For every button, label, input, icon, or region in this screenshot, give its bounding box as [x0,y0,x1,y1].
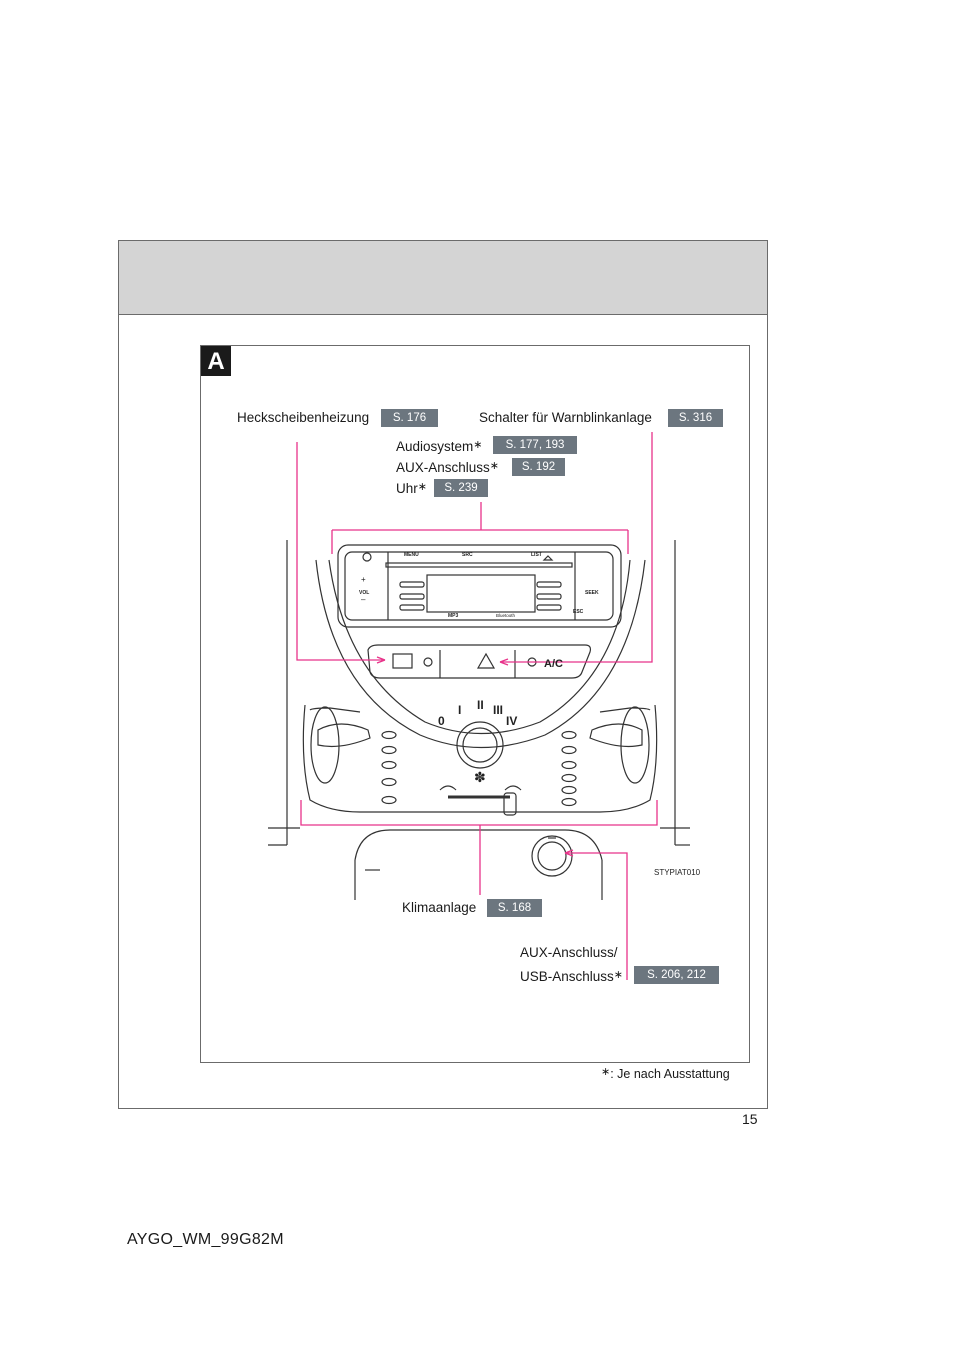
radio-src-label: SRC [462,552,473,558]
page-number: 15 [742,1111,758,1127]
aux-usb-label-line2: USB-Anschluss∗ [520,969,624,984]
radio-list-label: LIST [531,552,542,558]
fan-mark-3: III [493,703,503,717]
radio-vol-label: VOL [359,590,369,596]
aux-usb-ref[interactable]: S. 206, 212 [634,966,719,984]
aux-jack-label: AUX-Anschluss∗ [396,460,500,475]
fan-mark-1: I [458,703,461,717]
radio-bluetooth-label: Bluetooth [496,613,516,618]
radio-menu-label: MENU [404,552,419,558]
vol-minus-label: – [361,595,366,604]
aux-jack-ref[interactable]: S. 192 [512,458,565,476]
fan-mark-4: IV [506,714,517,728]
clock-ref[interactable]: S. 239 [434,479,488,497]
fan-icon: ✽ [474,769,486,785]
clock-label: Uhr∗ [396,481,427,496]
ac-label: A/C [544,658,563,670]
figure-box: A [200,345,750,1063]
illustration-code: STYPIAT010 [654,868,701,877]
page-frame [118,240,768,1109]
radio-esc-label: ESC [573,609,584,615]
radio-seek-label: SEEK [585,590,599,596]
header-band [119,241,767,315]
fan-mark-off: 0 [438,714,445,728]
rear-defogger-label: Heckscheibenheizung [237,410,370,425]
hazard-switch-label: Schalter für Warnblinkanlage [479,410,652,425]
radio-mp3-label: MP3 [448,613,459,619]
document-code: AYGO_WM_99G82M [127,1231,284,1248]
air-conditioning-ref[interactable]: S. 168 [487,899,542,917]
vol-plus-label: + [361,575,366,584]
audio-system-label: Audiosystem∗ [396,439,483,454]
aux-usb-label-line1: AUX-Anschluss/ [520,945,618,960]
footnote: ∗: Je nach Ausstattung [601,1066,730,1081]
rear-defogger-ref[interactable]: S. 176 [381,409,438,427]
audio-system-ref[interactable]: S. 177, 193 [493,436,577,454]
section-tag: A [201,346,231,376]
air-conditioning-label: Klimaanlage [402,900,477,915]
fan-mark-2: II [477,698,484,712]
hazard-switch-ref[interactable]: S. 316 [668,409,723,427]
